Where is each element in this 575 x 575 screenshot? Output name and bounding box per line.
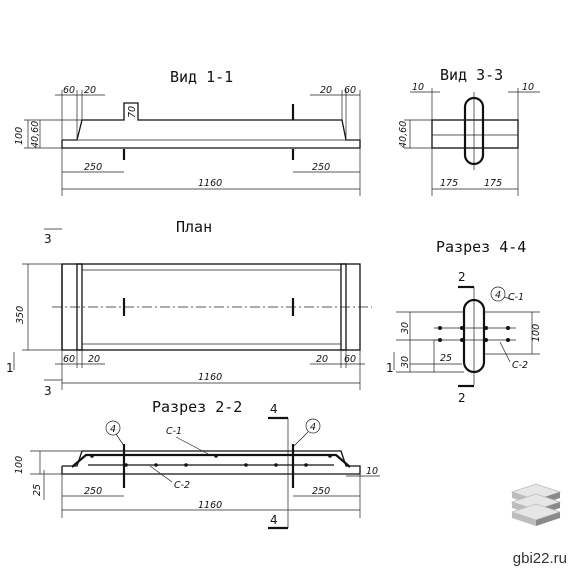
dim-1160-sec22: 1160	[198, 500, 222, 511]
section-2-2-title: Разрез 2-2	[152, 398, 242, 416]
dim-175-left: 175	[440, 178, 458, 189]
view-3-3: Вид 3-3 10 10 40,60 175 175	[398, 66, 540, 196]
dim-100-v: 100	[14, 127, 25, 145]
dim-20-right: 20	[320, 85, 332, 96]
dim-4060-v: 40,60	[30, 121, 41, 148]
dim-100-sec44: 100	[531, 324, 542, 342]
dim-350: 350	[15, 306, 26, 324]
dim-250-right: 250	[312, 162, 330, 173]
dim-60-plan-left: 60	[63, 354, 75, 365]
item-4-sec22-right: 4	[310, 422, 316, 433]
dim-60-right: 60	[344, 85, 356, 96]
dim-175-right: 175	[484, 178, 502, 189]
cut-mark-4-top: 4	[270, 402, 278, 416]
section-2-2: Разрез 2-2 4 4 4 4 С-1 С-2 100 25	[14, 398, 380, 530]
section-mark-1: 1	[6, 361, 14, 375]
dim-250-sec22-right: 250	[312, 486, 330, 497]
dim-20-plan-right: 20	[316, 354, 328, 365]
plan-view: План 3 3 1 350 60 20 20 60 11	[6, 218, 372, 398]
site-watermark: gbi22.ru	[512, 550, 567, 567]
dim-250-left: 250	[84, 162, 102, 173]
label-c1-sec22: С-1	[166, 426, 182, 437]
dim-30-bottom: 30	[400, 356, 411, 368]
dim-20-plan-left: 20	[88, 354, 100, 365]
view-3-3-title: Вид 3-3	[440, 66, 503, 84]
section-4-4: Разрез 4-4 2 4 С-1 С-2 30 30 25 100 1	[386, 238, 542, 405]
plan-title: План	[176, 218, 212, 236]
label-c2-sec22: С-2	[174, 480, 190, 491]
dim-250-sec22-left: 250	[84, 486, 102, 497]
dim-100-sec22: 100	[14, 456, 25, 474]
view-1-1: Вид 1-1 60 20 20 60 70 100 40,60 250	[14, 68, 361, 196]
cut-mark-2-bottom: 2	[458, 391, 466, 405]
dim-10-sec22: 10	[366, 466, 378, 477]
item-4-sec44: 4	[495, 290, 501, 301]
dim-10-left: 10	[412, 82, 424, 93]
dim-30-top: 30	[400, 322, 411, 334]
label-c2-sec44: С-2	[512, 360, 528, 371]
dim-60-plan-right: 60	[344, 354, 356, 365]
stacked-slabs-logo	[510, 483, 562, 526]
dim-4060-v33: 40,60	[398, 121, 409, 148]
section-4-4-title: Разрез 4-4	[436, 238, 526, 256]
section-mark-3-top: 3	[44, 232, 52, 246]
dim-25-sec44: 25	[440, 353, 452, 364]
cut-mark-2-top: 2	[458, 270, 466, 284]
section-mark-3-bottom: 3	[44, 384, 52, 398]
view-1-1-title: Вид 1-1	[170, 68, 233, 86]
dim-1160-plan: 1160	[198, 372, 222, 383]
section-mark-1-sec44: 1	[386, 361, 394, 375]
dim-1160: 1160	[198, 178, 222, 189]
dim-20-left: 20	[84, 85, 96, 96]
dim-10-right: 10	[522, 82, 534, 93]
dim-60-left: 60	[63, 85, 75, 96]
dim-25-sec22: 25	[32, 484, 43, 496]
label-c1-sec44: С-1	[508, 292, 524, 303]
dim-70: 70	[127, 106, 138, 118]
item-4-sec22-left: 4	[110, 424, 116, 435]
cut-mark-4-bottom: 4	[270, 513, 278, 527]
